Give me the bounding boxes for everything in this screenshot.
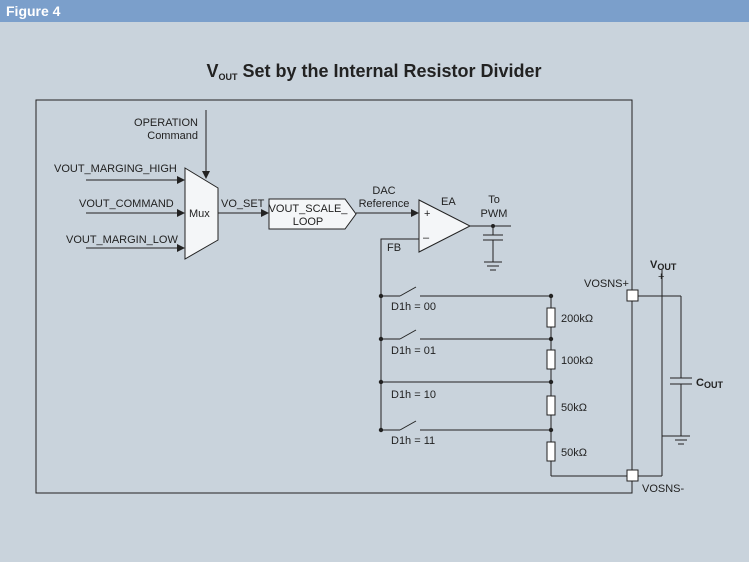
ea-minus: – — [423, 232, 430, 244]
vosns-plus-label: VOSNS+ — [584, 278, 629, 290]
scale-loop-block — [268, 198, 357, 230]
cout-label: COUT — [696, 377, 723, 390]
ea-label: EA — [441, 196, 456, 208]
switch-01 — [399, 329, 417, 340]
resistor-50k-a-label: 50kΩ — [561, 402, 587, 414]
scale-loop-line2: LOOP — [293, 216, 324, 228]
resistor-100k — [546, 349, 556, 370]
operation-label: OPERATION — [134, 117, 198, 129]
chain-node-1 — [548, 293, 554, 299]
chain-node-3 — [548, 379, 554, 385]
mux-label: Mux — [189, 208, 210, 220]
pwm-label: PWM — [481, 208, 508, 220]
resistor-50k-b-label: 50kΩ — [561, 447, 587, 459]
margin-high-label: VOUT_MARGING_HIGH — [54, 163, 177, 175]
figure-header: Figure 4 — [0, 0, 749, 22]
figure-label: Figure 4 — [6, 3, 61, 19]
diagram-title: VOUT Set by the Internal Resistor Divide… — [206, 61, 541, 82]
vosns-minus-label: VOSNS- — [642, 483, 685, 495]
fb-wire — [380, 238, 419, 430]
vosns-plus-pin — [626, 289, 639, 302]
resistor-50k-b — [546, 441, 556, 462]
error-amplifier — [418, 199, 472, 253]
mux-block — [184, 167, 219, 260]
to-label: To — [488, 194, 500, 206]
scale-loop-line1: VOUT_SCALE_ — [269, 203, 349, 215]
command-label: Command — [147, 130, 198, 142]
vout-label: VOUT — [650, 259, 677, 272]
margin-low-label: VOUT_MARGIN_LOW — [66, 234, 178, 246]
chain-node-4 — [548, 427, 554, 433]
fb-label: FB — [387, 242, 401, 254]
switch-00 — [399, 286, 417, 297]
vout-command-label: VOUT_COMMAND — [79, 198, 174, 210]
resistor-200k-label: 200kΩ — [561, 313, 593, 325]
vout-plus: + — [658, 271, 664, 283]
resistor-100k-label: 100kΩ — [561, 355, 593, 367]
reference-label: Reference — [359, 198, 410, 210]
ea-plus: + — [424, 208, 430, 220]
vosns-minus-pin — [626, 469, 639, 482]
switch-10-label: D1h = 10 — [391, 389, 436, 401]
vo-set-label: VO_SET — [221, 198, 265, 210]
switch-11 — [399, 420, 417, 431]
resistor-50k-a — [546, 395, 556, 416]
switch-01-label: D1h = 01 — [391, 345, 436, 357]
resistor-200k — [546, 307, 556, 328]
chain-node-2 — [548, 336, 554, 342]
switch-11-label: D1h = 11 — [391, 435, 435, 447]
dac-label: DAC — [372, 185, 395, 197]
switch-00-label: D1h = 00 — [391, 301, 436, 313]
